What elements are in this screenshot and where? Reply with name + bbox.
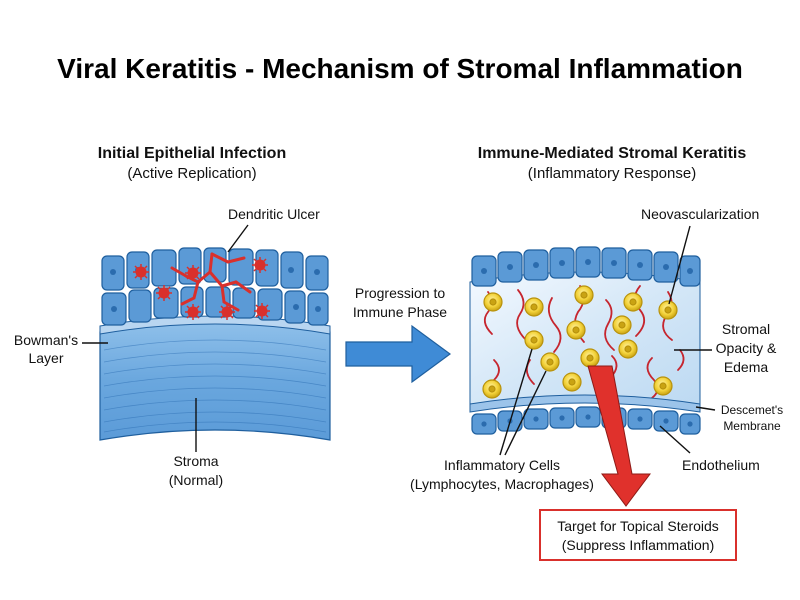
left-panel-heading: Initial Epithelial Infection [98, 145, 286, 162]
inflammatory-cell-icon [618, 339, 638, 359]
stromal-opacity-label-line1: Stromal [722, 321, 770, 337]
steroid-target-line2: (Suppress Inflammation) [562, 537, 715, 553]
inflammatory-cells-leader-b [504, 370, 547, 456]
steroid-target-line1: Target for Topical Steroids [557, 518, 719, 534]
descemets-label-line1: Descemet's [721, 403, 783, 417]
steroid-target-box [539, 509, 737, 561]
right-cornea-tissue [469, 246, 701, 435]
progression-label-line2: Immune Phase [353, 304, 447, 320]
right-epithelium-nuclei [481, 259, 693, 274]
neovascularization-leader [668, 225, 691, 305]
inflammatory-cells-leader-a [499, 348, 533, 456]
virus-icon [185, 265, 201, 281]
inflammatory-cells [482, 285, 678, 399]
inflammatory-cell-icon [524, 297, 544, 317]
dendritic-ulcer-branches [170, 252, 252, 312]
endothelium-label: Endothelium [682, 457, 760, 473]
virus-icon [254, 303, 270, 319]
right-panel-subheading: (Inflammatory Response) [528, 165, 696, 182]
virus-icon [156, 285, 172, 301]
inflammatory-cell-icon [580, 348, 600, 368]
left-cornea-tissue [99, 247, 331, 441]
virus-icon [185, 304, 201, 320]
progression-arrow-icon [345, 324, 452, 384]
inflammatory-cell-icon [658, 300, 678, 320]
bowmans-layer-label-line1: Bowman's [14, 332, 78, 348]
right-panel-heading: Immune-Mediated Stromal Keratitis [478, 145, 747, 162]
descemets-leader [695, 406, 716, 411]
dendritic-ulcer-leader [227, 224, 249, 253]
inflammatory-cells-label-line1: Inflammatory Cells [444, 457, 560, 473]
left-panel-subheading: (Active Replication) [127, 165, 256, 182]
neovascularization-label: Neovascularization [641, 206, 759, 222]
left-stroma-fibers [103, 339, 327, 433]
inflammatory-cell-icon [540, 352, 560, 372]
stroma-label-line1: Stroma [173, 453, 218, 469]
progression-label-line1: Progression to [355, 285, 445, 301]
stromal-opacity-label-line2: Opacity & [716, 340, 777, 356]
virus-icon [252, 257, 268, 273]
inflammatory-cell-icon [574, 285, 594, 305]
inflammatory-cell-icon [562, 372, 582, 392]
endothelium-leader [659, 425, 691, 454]
left-epithelium [101, 247, 329, 326]
steroid-target-arrow-icon [587, 365, 651, 507]
inflammatory-cell-icon [653, 376, 673, 396]
virus-group [133, 257, 270, 320]
inflammatory-cell-icon [612, 315, 632, 335]
inflammatory-cell-icon [483, 292, 503, 312]
inflammatory-cell-icon [623, 292, 643, 312]
page-title: Viral Keratitis - Mechanism of Stromal I… [57, 53, 743, 84]
bowmans-layer-label-line2: Layer [28, 350, 63, 366]
dendritic-ulcer-label: Dendritic Ulcer [228, 206, 320, 222]
stroma-label-line2: (Normal) [169, 472, 223, 488]
stromal-opacity-label-line3: Edema [724, 359, 769, 375]
inflammatory-cell-icon [566, 320, 586, 340]
inflammatory-cells-label-line2: (Lymphocytes, Macrophages) [410, 476, 594, 492]
inflammatory-cell-icon [482, 379, 502, 399]
virus-icon [133, 264, 149, 280]
descemets-membrane [469, 394, 701, 413]
inflammatory-cell-icon [524, 330, 544, 350]
virus-icon [219, 304, 235, 320]
descemets-label-line2: Membrane [723, 419, 781, 433]
